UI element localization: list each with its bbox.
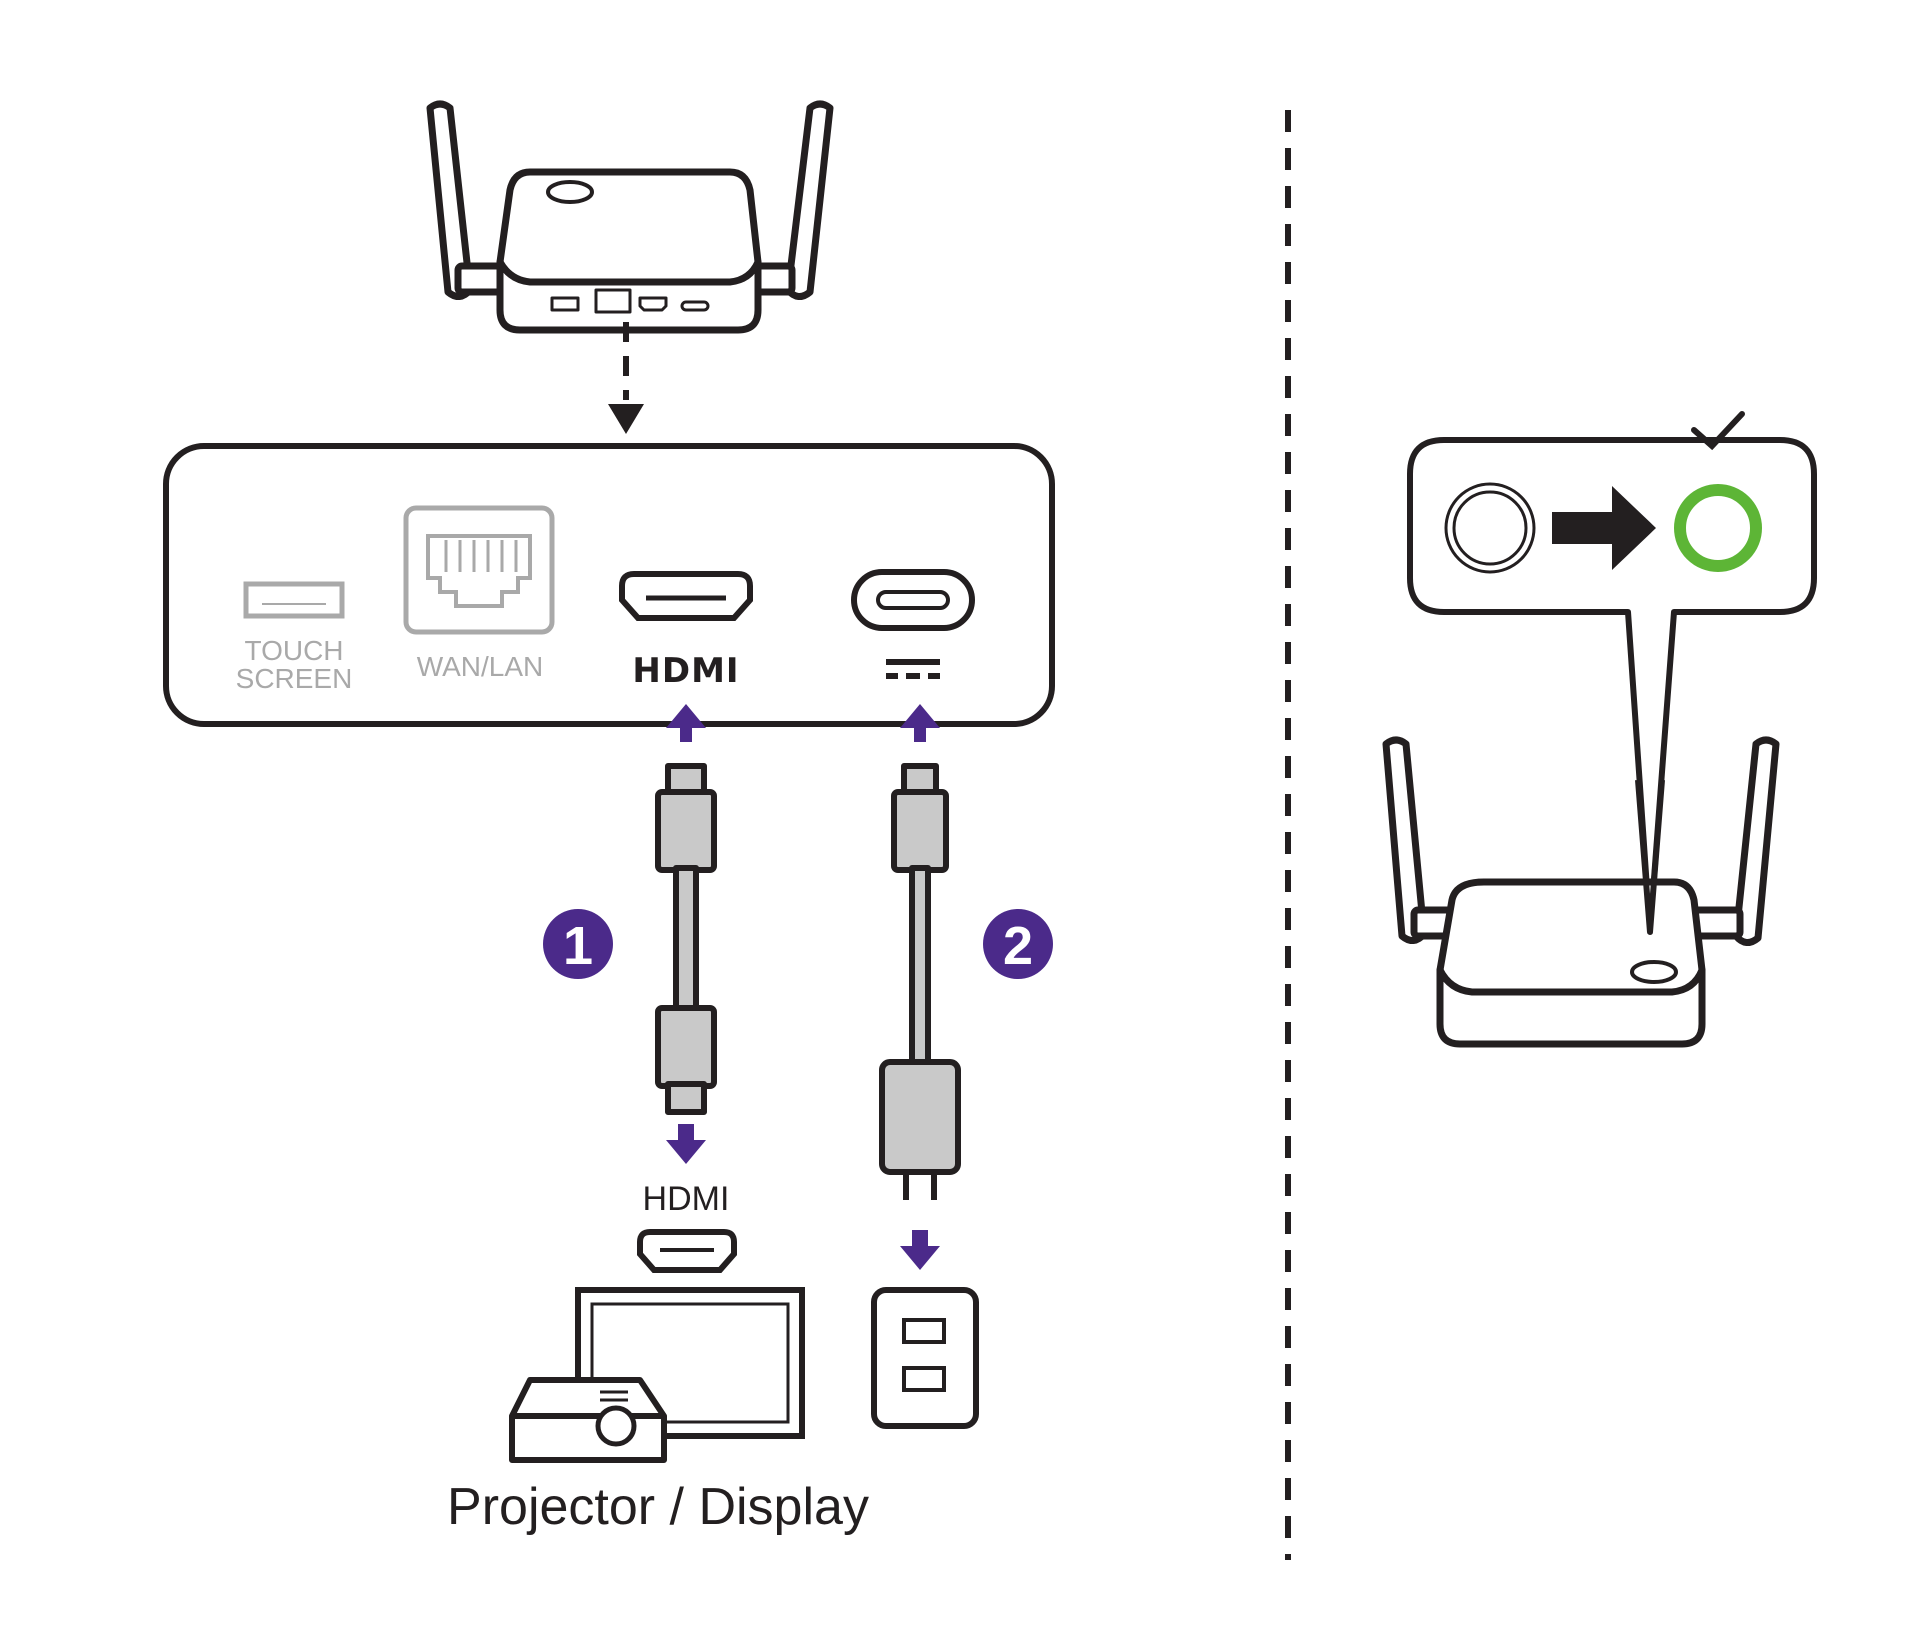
touch-screen-port: TOUCH SCREEN (236, 581, 353, 694)
dc-power-port (851, 569, 975, 679)
right-antenna-icon (1686, 736, 1780, 946)
step-badge-1: 1 (543, 909, 613, 979)
hdmi-logo: HDMI (632, 651, 739, 691)
step-badge-2: 2 (983, 909, 1053, 979)
usb-port-icon (243, 581, 345, 619)
arrow-down-icon (666, 1140, 706, 1164)
power-cable (879, 704, 961, 1270)
wan-lan-label: WAN/LAN (417, 651, 544, 682)
arrow-down-icon (900, 1246, 940, 1270)
power-outlet-icon (871, 1287, 979, 1429)
touch-screen-label-line2: SCREEN (236, 663, 353, 694)
led-status-callout (1407, 411, 1817, 935)
checkmark-icon (1691, 411, 1745, 451)
projector-icon (509, 1377, 667, 1463)
step-number-1: 1 (563, 916, 593, 976)
led-off-icon (1444, 482, 1536, 574)
hdmi-port: HDMI (619, 571, 753, 691)
top-receiver-device (426, 100, 834, 334)
arrow-up-icon (666, 704, 706, 728)
touch-screen-label-line1: TOUCH (244, 635, 343, 666)
dc-power-icon (886, 659, 940, 679)
right-receiver-device (1382, 736, 1780, 1048)
projector-display-label: Projector / Display (447, 1478, 869, 1536)
hdmi-input-label: HDMI (643, 1180, 730, 1218)
led-on-green-icon (1674, 484, 1762, 572)
port-panel: TOUCH SCREEN WAN/LAN HDMI (163, 443, 1055, 727)
arrow-up-icon (900, 704, 940, 728)
step-number-2: 2 (1003, 916, 1033, 976)
hdmi-input-port-icon (637, 1229, 737, 1273)
hdmi-cable (655, 704, 717, 1164)
left-antenna-icon (426, 100, 512, 300)
arrow-down-icon (608, 404, 644, 434)
ethernet-port-icon (403, 505, 555, 635)
arrow-right-icon (1552, 486, 1656, 570)
connection-arrow-down (608, 322, 644, 434)
wan-lan-port: WAN/LAN (403, 505, 555, 682)
